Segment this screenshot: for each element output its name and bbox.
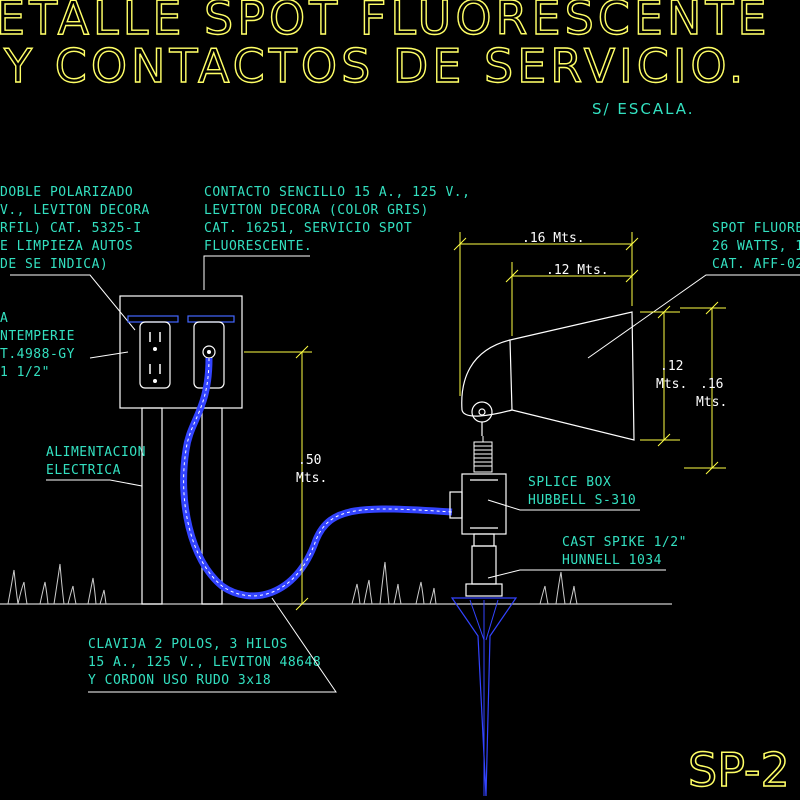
dim-spot-height-inner-unit: Mts. bbox=[656, 377, 687, 392]
leader-spot bbox=[587, 274, 800, 359]
leader-alimentacion bbox=[46, 479, 143, 487]
leader-caja bbox=[89, 351, 129, 359]
note-line: 15 A., 125 V., LEVITON 48648 bbox=[88, 655, 321, 670]
dim-post-height bbox=[244, 345, 312, 611]
dim-post-height-value: .50 bbox=[298, 453, 321, 468]
note-line: HUBBELL S-310 bbox=[528, 493, 636, 508]
note-line: CLAVIJA 2 POLOS, 3 HILOS bbox=[88, 637, 288, 652]
dim-spot-width-outer bbox=[453, 232, 639, 396]
note-line: LEVITON DECORA (COLOR GRIS) bbox=[204, 203, 429, 218]
note-line: RFIL) CAT. 5325-I bbox=[0, 221, 142, 236]
cast-spike bbox=[450, 545, 518, 797]
note-line: V., LEVITON DECORA bbox=[0, 203, 150, 218]
outlet-box bbox=[119, 295, 243, 605]
note-line: SPLICE BOX bbox=[528, 475, 611, 490]
note-line: ALIMENTACION bbox=[46, 445, 146, 460]
dim-spot-height-inner-value: .12 bbox=[660, 359, 683, 374]
note-spot: SPOT FLUORE 26 WATTS, 1 CAT. AFF-02 bbox=[712, 221, 800, 272]
note-line: CAT. AFF-02 bbox=[712, 257, 800, 272]
dim-spot-width-outer-label: .16 Mts. bbox=[522, 231, 585, 246]
dim-spot-width-inner bbox=[505, 262, 639, 336]
note-line: A bbox=[0, 311, 8, 326]
note-line: HUNNELL 1034 bbox=[562, 553, 662, 568]
note-line: SPOT FLUORE bbox=[712, 221, 800, 236]
dim-post-height-unit: Mts. bbox=[296, 471, 327, 486]
note-line: 26 WATTS, 1 bbox=[712, 239, 800, 254]
note-clavija: CLAVIJA 2 POLOS, 3 HILOS 15 A., 125 V., … bbox=[88, 637, 321, 688]
note-line: DOBLE POLARIZADO bbox=[0, 185, 133, 200]
note-caja-intemperie: A NTEMPERIE T.4988-GY 1 1/2" bbox=[0, 311, 75, 380]
note-line: NTEMPERIE bbox=[0, 329, 75, 344]
dim-spot-width-inner-label: .12 Mts. bbox=[546, 263, 609, 278]
note-line: CAST SPIKE 1/2" bbox=[562, 535, 687, 550]
duplex-receptacle bbox=[127, 315, 179, 389]
note-alimentacion: ALIMENTACION ELECTRICA bbox=[46, 445, 146, 478]
note-line: DE SE INDICA) bbox=[0, 257, 108, 272]
note-line: FLUORESCENTE. bbox=[204, 239, 312, 254]
note-line: ELECTRICA bbox=[46, 463, 121, 478]
dim-spot-height-outer bbox=[680, 301, 726, 475]
title-line-2: Y CONTACTOS DE SERVICIO. bbox=[3, 39, 747, 93]
note-splice-box: SPLICE BOX HUBBELL S-310 bbox=[528, 475, 636, 508]
note-line: CAT. 16251, SERVICIO SPOT bbox=[204, 221, 412, 236]
spot-knuckle bbox=[471, 401, 493, 423]
note-line: Y CORDON USO RUDO 3x18 bbox=[88, 673, 271, 688]
scale-label: S/ ESCALA. bbox=[592, 100, 695, 118]
splice-box bbox=[449, 473, 507, 547]
note-line: E LIMPIEZA AUTOS bbox=[0, 239, 133, 254]
post-left bbox=[141, 407, 163, 605]
note-line: CONTACTO SENCILLO 15 A., 125 V., bbox=[204, 185, 470, 200]
leader-splice-box bbox=[487, 499, 640, 511]
leader-contacto-sencillo bbox=[203, 255, 310, 290]
power-cord-hatch bbox=[183, 357, 453, 597]
title-line-1: ETALLE SPOT FLUORESCENTE bbox=[0, 0, 771, 45]
grass-tufts bbox=[7, 561, 578, 605]
spot-fixture bbox=[461, 311, 635, 441]
dim-spot-height-outer-value: .16 bbox=[700, 377, 723, 392]
sheet-id: SP-2 bbox=[688, 743, 790, 797]
note-cast-spike: CAST SPIKE 1/2" HUNNELL 1034 bbox=[562, 535, 687, 568]
leader-cast-spike bbox=[487, 569, 666, 579]
leader-contacto-doble bbox=[10, 274, 136, 331]
dim-spot-height-inner bbox=[640, 305, 680, 447]
spot-thread bbox=[473, 436, 493, 473]
note-line: T.4988-GY bbox=[0, 347, 75, 362]
spot-housing bbox=[509, 311, 635, 441]
leader-clavija bbox=[88, 597, 337, 693]
note-line: 1 1/2" bbox=[0, 365, 50, 380]
dim-spot-height-outer-unit: Mts. bbox=[696, 395, 727, 410]
note-contacto-doble: DOBLE POLARIZADO V., LEVITON DECORA RFIL… bbox=[0, 185, 150, 272]
post-right bbox=[201, 407, 223, 605]
spot-yoke bbox=[461, 339, 513, 417]
note-contacto-sencillo: CONTACTO SENCILLO 15 A., 125 V., LEVITON… bbox=[204, 185, 470, 254]
